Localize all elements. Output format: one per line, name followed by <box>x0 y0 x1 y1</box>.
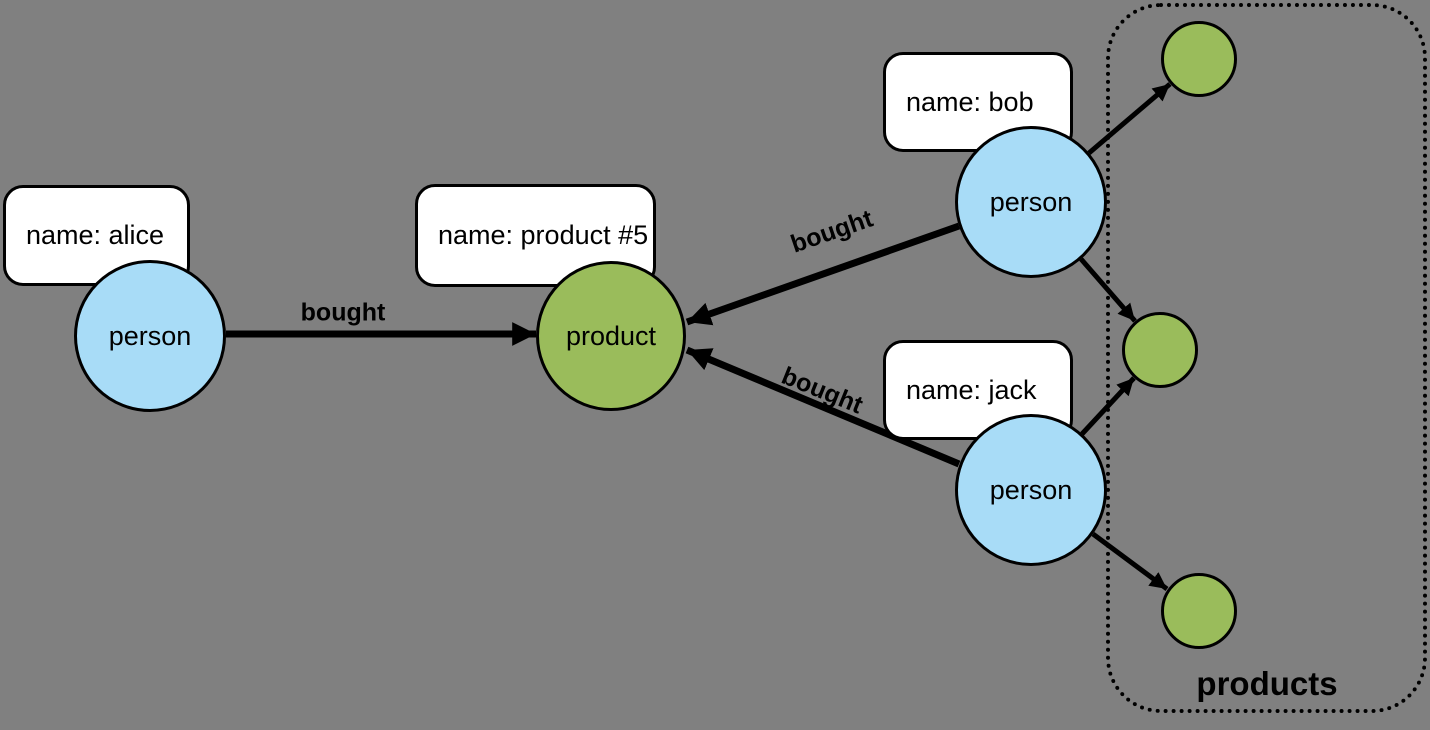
products-group-outline <box>1106 3 1427 713</box>
edge-jack-to-product-bottom <box>1091 531 1169 592</box>
node-person-bob: person <box>955 126 1107 278</box>
node-person-alice: person <box>74 260 226 412</box>
node-label-alice: person <box>108 320 192 351</box>
edge-bob-to-product-top <box>1087 82 1172 155</box>
node-person-jack: person <box>955 414 1107 566</box>
node-product-5: product <box>536 261 686 411</box>
edge-bob-bought-product <box>685 222 961 326</box>
edge-label-alice-bought: bought <box>300 298 386 327</box>
edge-jack-bought-product <box>685 346 961 468</box>
property-text-alice: name: alice <box>26 220 165 250</box>
node-product-mid <box>1122 312 1198 388</box>
node-label-jack: person <box>989 474 1073 505</box>
property-text-product5: name: product #5 <box>438 220 649 250</box>
edge-jack-to-product-mid <box>1080 376 1136 436</box>
node-product-top <box>1161 21 1237 97</box>
property-box-alice: name: alice <box>3 185 190 286</box>
edge-bob-to-product-mid <box>1079 257 1137 323</box>
property-text-bob: name: bob <box>906 86 1034 117</box>
property-text-jack: name: jack <box>906 374 1037 405</box>
products-group-label: products <box>1196 665 1338 702</box>
node-label-bob: person <box>989 186 1073 217</box>
node-label-product5: product <box>565 320 657 351</box>
node-product-bottom <box>1161 573 1237 649</box>
